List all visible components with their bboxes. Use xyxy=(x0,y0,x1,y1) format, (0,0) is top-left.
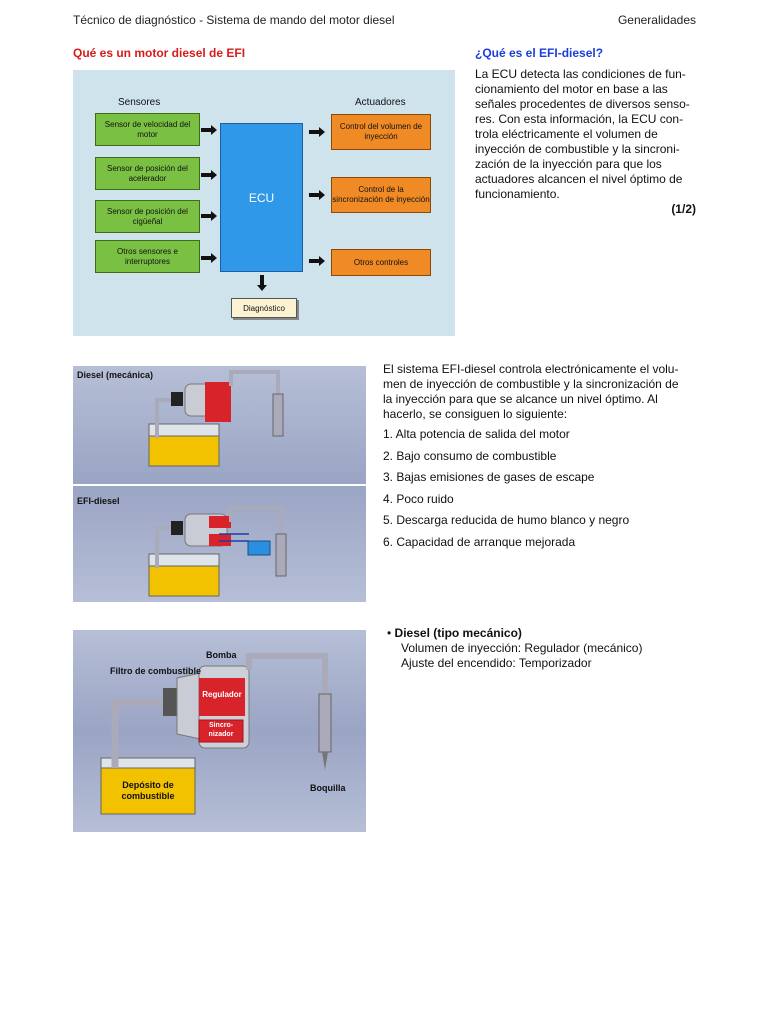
side-title: ¿Qué es el EFI-diesel? xyxy=(475,46,604,60)
actuator-injection-volume: Control del volumen de inyección xyxy=(331,114,431,150)
label-timer: Sincro- nizador xyxy=(208,722,234,738)
text-line: zación de la inyección para que los xyxy=(475,157,662,171)
text-line: hacerlo, se consiguen lo siguiente: xyxy=(383,407,568,421)
fuel-system-drawing xyxy=(148,370,287,597)
arrow-right-icon xyxy=(309,190,325,200)
page-indicator: (1/2) xyxy=(671,202,696,216)
list-item: 1. Alta potencia de salida del motor xyxy=(383,427,570,441)
diesel-comparison-illustration: Diesel (mecánica) EFI-diesel xyxy=(73,366,366,602)
text-line: señales procedentes de diversos senso- xyxy=(475,97,690,111)
list-item: 2. Bajo consumo de combustible xyxy=(383,448,557,463)
label-pump: Bomba xyxy=(206,650,237,660)
sensor-others: Otros sensores e interruptores xyxy=(95,240,200,273)
header-title: Técnico de diagnóstico - Sistema de mand… xyxy=(73,13,395,27)
sensor-crankshaft-position: Sensor de posición del cigüeñal xyxy=(95,200,200,233)
text-line: Volumen de inyección: Regulador (mecánic… xyxy=(401,641,643,655)
list-item: 4. Poco ruido xyxy=(383,491,454,506)
arrow-right-icon xyxy=(201,170,217,180)
label-fuel-tank: Depósito de combustible xyxy=(121,780,175,801)
arrow-right-icon xyxy=(201,253,217,263)
divider xyxy=(73,484,366,486)
actuators-label: Actuadores xyxy=(355,97,406,108)
arrow-right-icon xyxy=(201,211,217,221)
mechanical-diesel-illustration: Filtro de combustible Bomba Regulador Si… xyxy=(73,630,366,832)
section1-title: Qué es un motor diesel de EFI xyxy=(73,46,246,60)
benefits-list: 1. Alta potencia de salida del motor 2. … xyxy=(383,427,629,556)
side-paragraph: La ECU detecta las condiciones de fun- c… xyxy=(475,67,700,202)
list-item: 6. Capacidad de arranque mejorada xyxy=(383,534,576,549)
mechanical-system-drawing xyxy=(100,653,332,815)
text-line: actuadores alcancen el nivel óptimo de xyxy=(475,172,683,186)
text-line: Ajuste del encendido: Temporizador xyxy=(401,656,592,670)
list-item: 5. Descarga reducida de humo blanco y ne… xyxy=(383,513,630,527)
text-line: trola eléctricamente el volumen de xyxy=(475,127,658,141)
ecu-block: ECU xyxy=(220,123,303,272)
text-line: la inyección para que se alcance un nive… xyxy=(383,392,658,406)
ecu-block-diagram: Sensores Actuadores Sensor de velocidad … xyxy=(73,70,455,336)
text-line: cionamiento del motor en base a las xyxy=(475,82,668,96)
list-item: 3. Bajas emisiones de gases de escape xyxy=(383,470,595,484)
bullet-heading: Diesel (tipo mecánico) xyxy=(394,626,522,640)
label-diesel-mechanical: Diesel (mecánica) xyxy=(77,370,154,380)
header-section: Generalidades xyxy=(617,13,696,27)
text-line: res. Con esta información, la ECU con- xyxy=(475,112,684,126)
sensor-accelerator-position: Sensor de posición del acelerador xyxy=(95,157,200,190)
label-nozzle: Boquilla xyxy=(310,783,346,793)
text-line: La ECU detecta las condiciones de fun- xyxy=(475,67,686,81)
label-fuel-filter: Filtro de combustible xyxy=(110,666,202,676)
arrow-right-icon xyxy=(309,256,325,266)
sensor-engine-speed: Sensor de velocidad del motor xyxy=(95,113,200,146)
bullet-icon: • xyxy=(387,626,395,640)
mechanical-diesel-notes: • Diesel (tipo mecánico) Volumen de inye… xyxy=(387,626,642,671)
sensors-label: Sensores xyxy=(118,97,161,108)
actuator-other-controls: Otros controles xyxy=(331,249,431,276)
actuator-injection-timing: Control de la sincronización de inyecció… xyxy=(331,177,431,213)
text-line: inyección de combustible y la sincroni- xyxy=(475,142,680,156)
arrow-right-icon xyxy=(309,127,325,137)
diagnostic-block: Diagnóstico xyxy=(231,298,297,318)
efi-description: El sistema EFI-diesel controla electróni… xyxy=(383,362,703,422)
text-line: El sistema EFI-diesel controla electróni… xyxy=(383,362,679,376)
text-line: men de inyección de combustible y la sin… xyxy=(383,377,679,391)
arrow-down-icon xyxy=(257,275,267,291)
arrow-right-icon xyxy=(201,125,217,135)
label-efi-diesel: EFI-diesel xyxy=(77,496,120,506)
text-line: funcionamiento. xyxy=(475,187,560,201)
label-governor: Regulador xyxy=(202,690,242,699)
